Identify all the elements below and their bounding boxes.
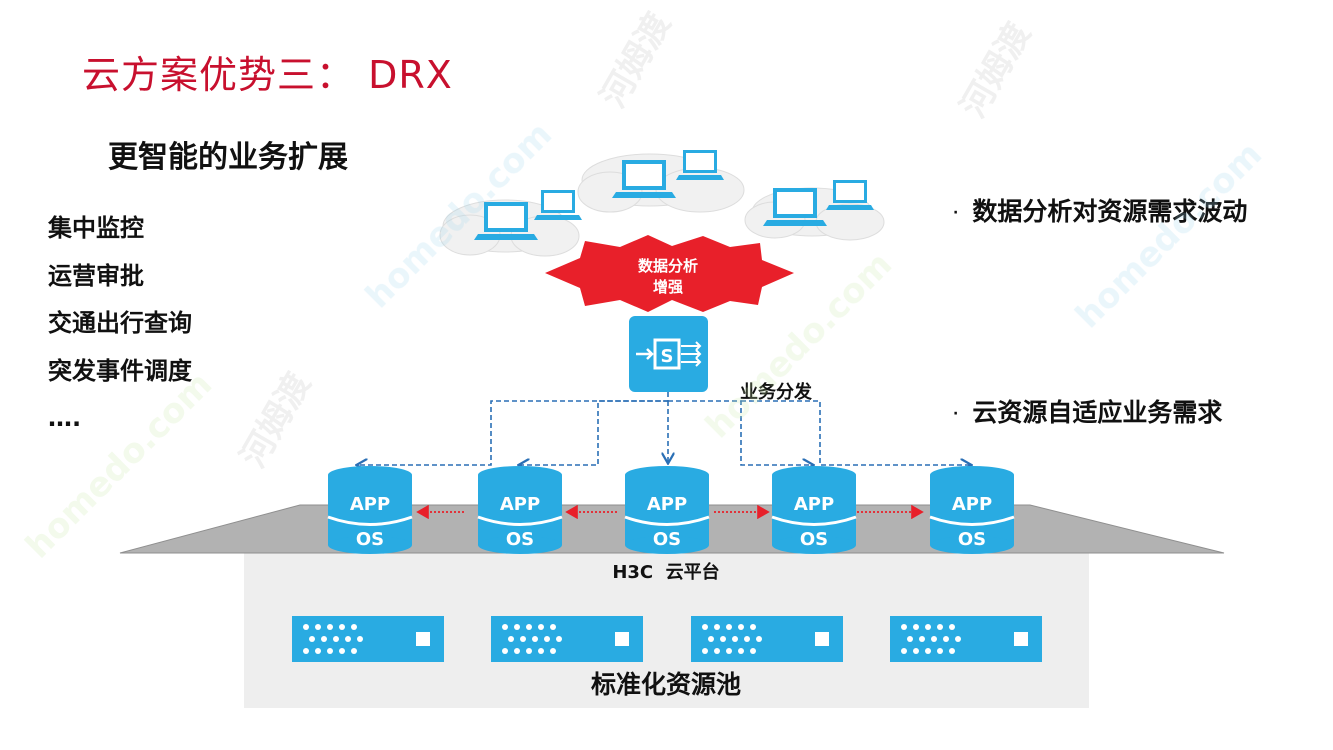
bullet-dot-icon: · (953, 406, 959, 422)
feature-list: 集中监控 运营审批 交通出行查询 突发事件调度 …. (48, 210, 192, 448)
svg-text:homedo.com: homedo.com (1068, 134, 1270, 336)
node-os-label: OS (356, 529, 384, 550)
bullet-adaptive-resources: · 云资源自适应业务需求 (953, 393, 1222, 429)
load-balancer-switch-icon (629, 316, 708, 392)
feature-item-emergency-dispatch: 突发事件调度 (48, 356, 192, 385)
laptop-icon (676, 150, 724, 180)
app-os-node (624, 466, 710, 554)
node-os-label: OS (800, 529, 828, 550)
slide-subtitle: 更智能的业务扩展 (108, 140, 348, 175)
dispatch-label: 业务分发 (740, 381, 813, 403)
app-os-node (327, 466, 413, 554)
app-os-node (771, 466, 857, 554)
bullet-data-analysis-text: 数据分析对资源需求波动 (972, 197, 1248, 226)
node-app-label: APP (500, 494, 540, 515)
node-os-label: OS (958, 529, 986, 550)
server-icon (691, 616, 843, 662)
resource-pool-label: 标准化资源池 (591, 670, 741, 699)
laptop-icon (826, 180, 874, 210)
svg-text:河姆渡: 河姆渡 (953, 16, 1039, 124)
laptop-icon (534, 190, 582, 220)
bullet-dot-icon: · (953, 205, 959, 221)
slide-title: 云方案优势三： DRX (82, 53, 453, 97)
feature-item-travel-query: 交通出行查询 (48, 309, 192, 337)
feature-item-ellipsis: …. (48, 404, 82, 432)
cloud-platform-label: H3C 云平台 (612, 561, 719, 583)
server-icon (292, 616, 444, 662)
burst-label-line2: 增强 (653, 278, 683, 296)
dispatch-arrows (358, 392, 970, 465)
app-os-node (477, 466, 563, 554)
node-app-label: APP (647, 494, 687, 515)
node-app-label: APP (794, 494, 834, 515)
feature-item-approval: 运营审批 (48, 261, 144, 290)
feature-item-monitoring: 集中监控 (48, 214, 144, 242)
bullet-data-analysis: · 数据分析对资源需求波动 (953, 192, 1247, 228)
svg-text:河姆渡: 河姆渡 (233, 366, 319, 474)
node-app-label: APP (350, 494, 390, 515)
analytics-burst-icon (545, 235, 794, 312)
server-icon (491, 616, 643, 662)
app-os-node (929, 466, 1015, 554)
svg-text:河姆渡: 河姆渡 (593, 6, 679, 114)
node-app-label: APP (952, 494, 992, 515)
node-os-label: OS (506, 529, 534, 550)
burst-label-line1: 数据分析 (638, 257, 698, 275)
node-os-label: OS (653, 529, 681, 550)
server-icon (890, 616, 1042, 662)
switch-glyph: S (661, 346, 674, 367)
bullet-adaptive-resources-text: 云资源自适应业务需求 (972, 398, 1223, 427)
